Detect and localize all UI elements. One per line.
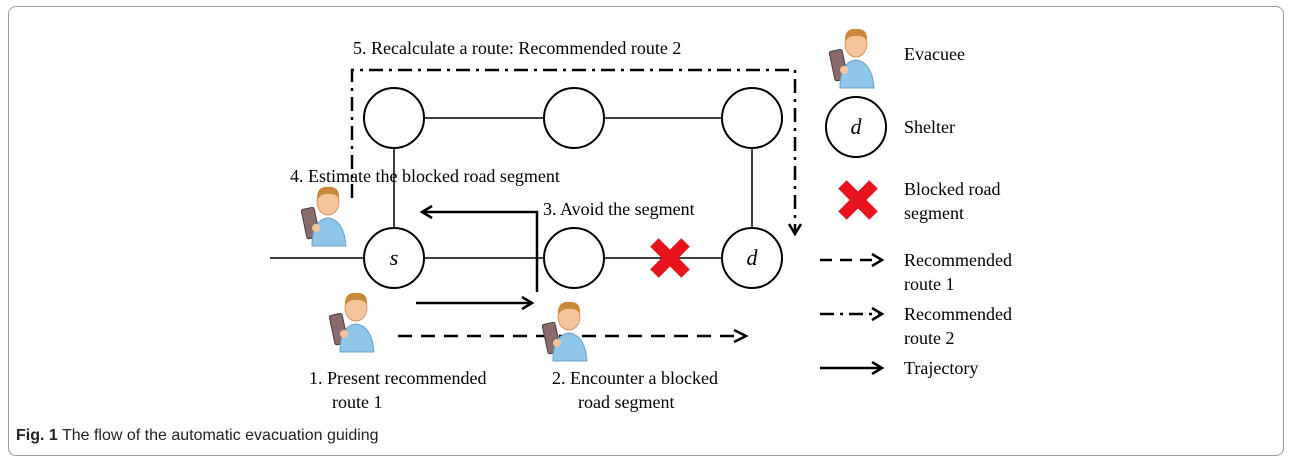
legend: Evacuee d Shelter Blocked road segment R… (820, 28, 1012, 378)
legend-shelter-symbol-label: d (851, 114, 863, 139)
legend-trajectory-label: Trajectory (904, 358, 978, 378)
start-node-label: s (390, 245, 399, 270)
legend-blocked-label-line1: Blocked road (904, 179, 1000, 199)
legend-route-1-line (820, 252, 885, 268)
figure-caption: Fig. 1 The flow of the automatic evacuat… (16, 427, 379, 445)
shelter-node-label: d (747, 245, 759, 270)
legend-route-1-label-line1: Recommended (904, 250, 1012, 270)
legend-route-2-label-line1: Recommended (904, 304, 1012, 324)
road-nodes (363, 87, 783, 289)
step-2-label-line1: 2. Encounter a blocked (552, 368, 718, 388)
legend-shelter-symbol (825, 96, 887, 158)
legend-shelter-label: Shelter (904, 117, 955, 137)
figure-caption-text: The flow of the automatic evacuation gui… (61, 427, 379, 444)
step-1-label-line2: route 1 (332, 392, 382, 412)
legend-blocked-label-line2: segment (904, 203, 964, 223)
legend-route-2-line (820, 306, 885, 322)
legend-route-1-label-line2: route 1 (904, 274, 954, 294)
node (363, 87, 425, 149)
step-4-label: 4. Estimate the blocked road segment (290, 166, 560, 186)
legend-evacuee-icon (828, 28, 875, 89)
trajectory (416, 204, 539, 311)
shelter-node (721, 227, 783, 289)
node (721, 87, 783, 149)
step-1-label-line1: 1. Present recommended (309, 368, 486, 388)
legend-route-2-label-line2: route 2 (904, 328, 954, 348)
figure-caption-label: Fig. 1 (16, 427, 58, 444)
evacuee-icon (300, 186, 347, 247)
legend-trajectory-line (820, 360, 885, 376)
evacuee-icon (541, 301, 588, 362)
step-2-label-line2: road segment (578, 392, 674, 412)
evacuee-icon (328, 292, 375, 353)
legend-blocked-cross-icon (838, 180, 878, 220)
node (543, 87, 605, 149)
node (543, 227, 605, 289)
figure-frame (8, 6, 1284, 456)
start-node (363, 227, 425, 289)
step-3-label: 3. Avoid the segment (543, 199, 695, 219)
route-2-arrowhead (787, 223, 803, 237)
legend-evacuee-label: Evacuee (904, 44, 965, 64)
road-network (270, 117, 753, 259)
step-5-label: 5. Recalculate a route: Recommended rout… (353, 38, 681, 58)
recommended-route-2 (350, 68, 797, 232)
